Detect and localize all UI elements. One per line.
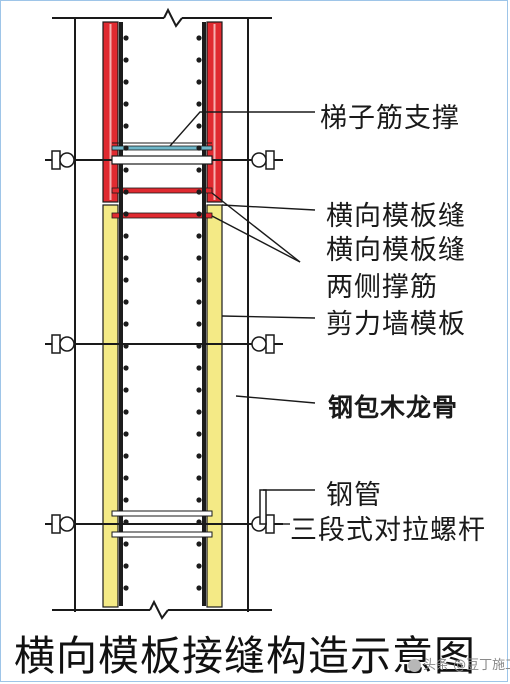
ladder-support-bar (111, 145, 213, 151)
label-seam-side-bar-line1: 横向模板缝 (326, 235, 466, 266)
tie-rod-row-3 (45, 489, 283, 538)
rebar-dot (123, 343, 129, 349)
rebar-dot (196, 189, 202, 195)
tie-rod-row-1 (45, 150, 283, 170)
rebar-dot (123, 233, 129, 239)
rebar-dot (196, 211, 202, 217)
label-horizontal-seam: 横向模板缝 (326, 201, 466, 232)
rebar-dot (196, 167, 202, 173)
rebar-dot (196, 431, 202, 437)
rebar-dot (196, 453, 202, 459)
label-tie-rod: 三段式对拉螺杆 (290, 515, 486, 546)
rebar-dot (196, 35, 202, 41)
label-steel-pipe: 钢管 (326, 480, 382, 511)
label-seam-side-bar-line2: 两侧撑筋 (326, 272, 438, 303)
rebar-dot (196, 79, 202, 85)
keel-left (102, 204, 119, 608)
rebar-dot (196, 233, 202, 239)
break-symbol-bottom (149, 599, 169, 620)
rebar-dot (196, 585, 202, 591)
watermark-logo-icon (408, 659, 421, 672)
rebar-dot (123, 277, 129, 283)
rebar-dot (196, 321, 202, 327)
rebar-dot (123, 299, 129, 305)
horizontal-rebar-dots (123, 35, 202, 591)
rebar-dot (123, 497, 129, 503)
keel-right (206, 204, 223, 608)
rebar-dot (123, 189, 129, 195)
rebar-dot (123, 585, 129, 591)
rebar-dot (123, 519, 129, 525)
rebar-dot (196, 365, 202, 371)
rebar-dot (123, 409, 129, 415)
rebar-dot (123, 321, 129, 327)
seam-bar-bottom (111, 212, 213, 219)
rebar-dot (123, 541, 129, 547)
rebar-dot (123, 387, 129, 393)
rebar-dot (196, 409, 202, 415)
seam-bar-top (111, 187, 213, 194)
label-shear-wall-formwork: 剪力墙模板 (326, 309, 466, 340)
rebar-dot (196, 475, 202, 481)
rebar-dot (196, 563, 202, 569)
rebar-dot (196, 497, 202, 503)
leader-lines (169, 111, 316, 525)
rebar-dot (123, 563, 129, 569)
rebar-dot (123, 167, 129, 173)
rebar-dot (123, 145, 129, 151)
wall-outline (52, 17, 272, 612)
label-steel-wood-keel: 钢包木龙骨 (328, 393, 459, 422)
rebar-dot (123, 255, 129, 261)
rebar-dot (123, 431, 129, 437)
rebar-dot (196, 277, 202, 283)
watermark-text: 头条 @豆丁施工 (423, 658, 510, 673)
rebar-dot (123, 453, 129, 459)
rebar-dot (196, 343, 202, 349)
rebar-dot (123, 35, 129, 41)
rebar-dot (196, 519, 202, 525)
rebar-dot (123, 475, 129, 481)
rebar-dot (196, 57, 202, 63)
rebar-dot (123, 101, 129, 107)
rebar-dot (123, 123, 129, 129)
rebar-dot (123, 365, 129, 371)
rebar-dot (196, 101, 202, 107)
break-symbol-top (163, 7, 183, 28)
rebar-dot (123, 211, 129, 217)
rebar-dot (196, 123, 202, 129)
rebar-dot (196, 387, 202, 393)
rebar-dot (196, 255, 202, 261)
rebar-dot (123, 79, 129, 85)
tie-rod-row-2 (45, 334, 283, 354)
rebar-dot (196, 145, 202, 151)
label-ladder-support: 梯子筋支撑 (320, 103, 460, 134)
rebar-dot (196, 299, 202, 305)
watermark: 头条 @豆丁施工 (408, 654, 510, 673)
diagram-caption: 横向模板接缝构造示意图 (14, 632, 476, 680)
rebar-dot (196, 541, 202, 547)
rebar-dot (123, 57, 129, 63)
